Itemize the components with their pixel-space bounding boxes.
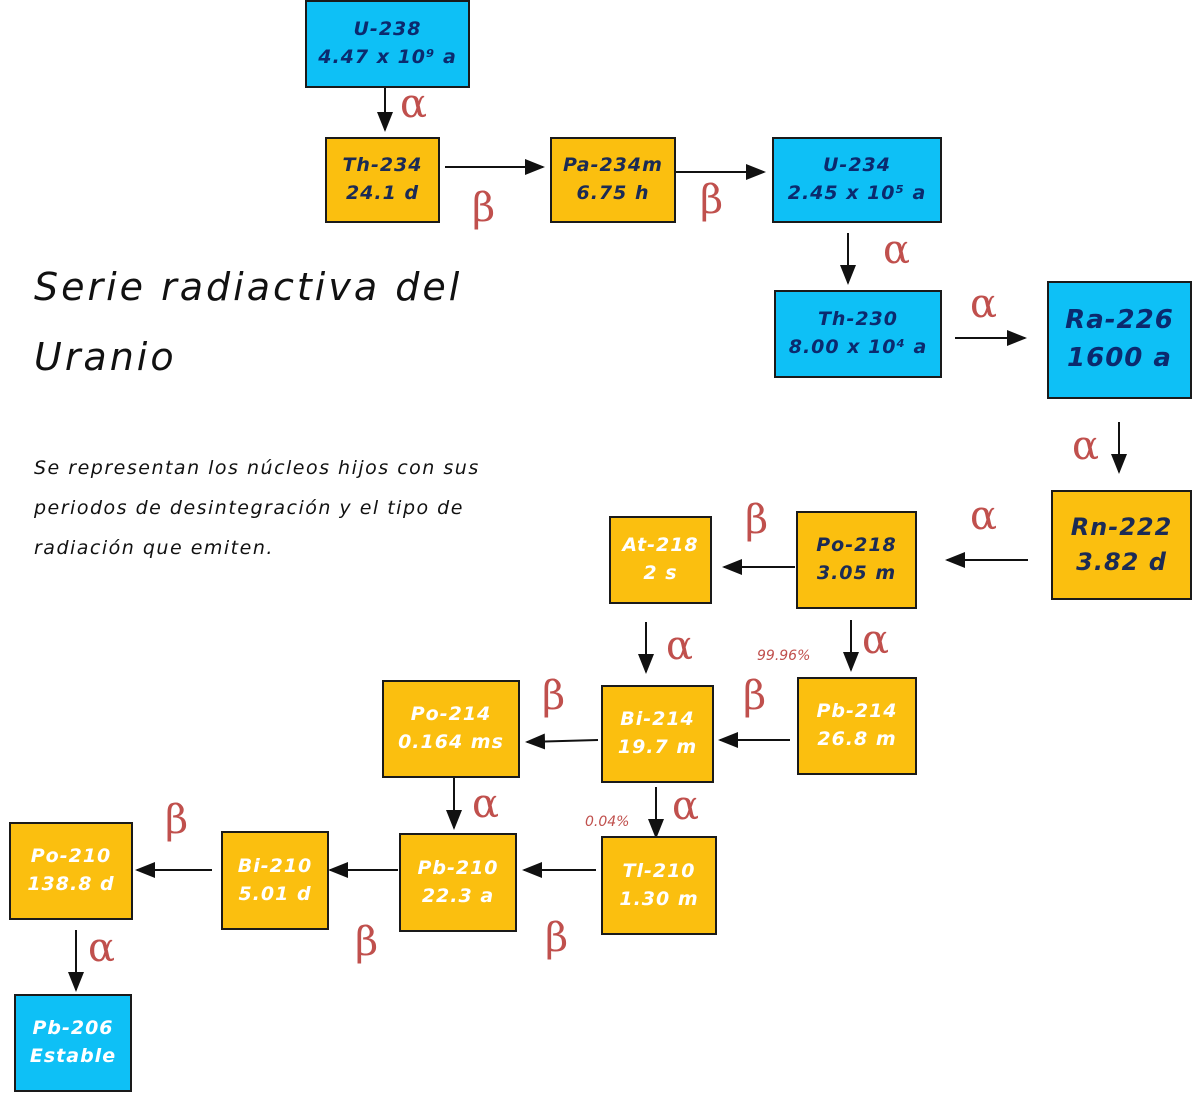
node-u238: U-238 4.47 x 10⁹ a	[305, 0, 470, 88]
decay-label-pb210-bi210: β	[355, 919, 379, 965]
node-halflife: 5.01 d	[238, 882, 312, 905]
node-name: Pb-214	[816, 700, 898, 723]
node-name: Th-234	[342, 154, 423, 177]
node-halflife: 2 s	[643, 562, 678, 584]
node-halflife: 3.82 d	[1076, 548, 1167, 576]
node-pb206: Pb-206 Estable	[14, 994, 132, 1092]
node-halflife: 22.3 a	[421, 884, 495, 907]
node-at218: At-218 2 s	[609, 516, 712, 604]
node-bi210: Bi-210 5.01 d	[221, 831, 329, 930]
node-po214: Po-214 0.164 ms	[382, 680, 520, 778]
node-halflife: 1600 a	[1067, 343, 1172, 373]
node-halflife: 6.75 h	[576, 182, 650, 204]
node-halflife: 0.164 ms	[398, 731, 504, 753]
node-bi214: Bi-214 19.7 m	[601, 685, 714, 783]
node-name: Po-210	[30, 845, 112, 868]
node-halflife: 3.05 m	[816, 562, 897, 584]
decay-label-po218-pb214: α	[862, 617, 890, 663]
node-name: Bi-214	[620, 708, 695, 731]
decay-label-u238-th234: α	[400, 81, 428, 127]
decay-label-pb214-bi214: β	[743, 673, 767, 719]
branching-pct-pb214: 99.96%	[757, 648, 811, 664]
node-name: Ra-226	[1065, 305, 1174, 336]
decay-label-po214-pb210: α	[472, 781, 500, 827]
node-po218: Po-218 3.05 m	[796, 511, 917, 609]
node-tl210: Tl-210 1.30 m	[601, 836, 717, 935]
node-halflife: 2.45 x 10⁵ a	[787, 182, 927, 204]
node-halflife: 19.7 m	[617, 736, 698, 758]
node-po210: Po-210 138.8 d	[9, 822, 133, 920]
node-name: Th-230	[817, 308, 899, 331]
title-line-1: Serie radiactiva del	[34, 265, 463, 309]
node-halflife: 26.8 m	[817, 728, 897, 750]
node-name: Po-218	[816, 534, 897, 557]
node-halflife: 1.30 m	[619, 887, 699, 910]
decay-label-rn222-po218: α	[970, 493, 998, 539]
node-name: Pb-206	[32, 1017, 114, 1040]
decay-label-bi214-tl210: α	[672, 783, 700, 829]
node-pb210: Pb-210 22.3 a	[399, 833, 517, 932]
decay-label-u234-th230: α	[883, 227, 911, 273]
decay-label-bi210-po210: β	[165, 797, 189, 843]
node-halflife: 4.47 x 10⁹ a	[318, 46, 457, 68]
decay-label-at218-bi214: α	[666, 623, 694, 669]
diagram-title: Serie radiactiva del Uranio	[34, 252, 462, 392]
node-name: Tl-210	[622, 859, 696, 882]
node-name: U-238	[353, 18, 422, 41]
node-name: U-234	[823, 154, 891, 177]
decay-label-bi214-po214: β	[542, 673, 566, 719]
node-halflife: 8.00 x 10⁴ a	[788, 336, 928, 358]
arrow-bi214-po214	[525, 733, 599, 750]
node-rn222: Rn-222 3.82 d	[1051, 490, 1192, 600]
node-name: Pa-234m	[563, 154, 663, 177]
node-ra226: Ra-226 1600 a	[1047, 281, 1192, 399]
decay-label-pa234m-u234: β	[700, 177, 724, 223]
diagram-description: Se representan los núcleos hijos con sus…	[34, 457, 480, 559]
node-pa234m: Pa-234m 6.75 h	[550, 137, 676, 223]
decay-label-th234-pa234m: β	[472, 185, 496, 231]
node-halflife: Estable	[29, 1045, 117, 1067]
node-halflife: 24.1 d	[345, 182, 420, 204]
branching-pct-tl210: 0.04%	[585, 814, 630, 830]
node-name: Pb-210	[417, 856, 499, 879]
node-u234: U-234 2.45 x 10⁵ a	[772, 137, 942, 223]
decay-label-tl210-pb210: β	[545, 915, 569, 961]
node-th230: Th-230 8.00 x 10⁴ a	[774, 290, 942, 378]
node-th234: Th-234 24.1 d	[325, 137, 440, 223]
decay-label-po210-pb206: α	[88, 925, 116, 971]
node-pb214: Pb-214 26.8 m	[797, 677, 917, 775]
node-name: At-218	[622, 534, 699, 557]
node-halflife: 138.8 d	[27, 873, 115, 895]
decay-label-th230-ra226: α	[970, 281, 998, 327]
node-name: Po-214	[410, 703, 492, 726]
decay-label-ra226-rn222: α	[1072, 423, 1100, 469]
decay-label-po218-at218: β	[745, 497, 769, 543]
node-name: Rn-222	[1070, 513, 1173, 542]
title-line-2: Uranio	[34, 335, 177, 379]
node-name: Bi-210	[237, 854, 313, 877]
